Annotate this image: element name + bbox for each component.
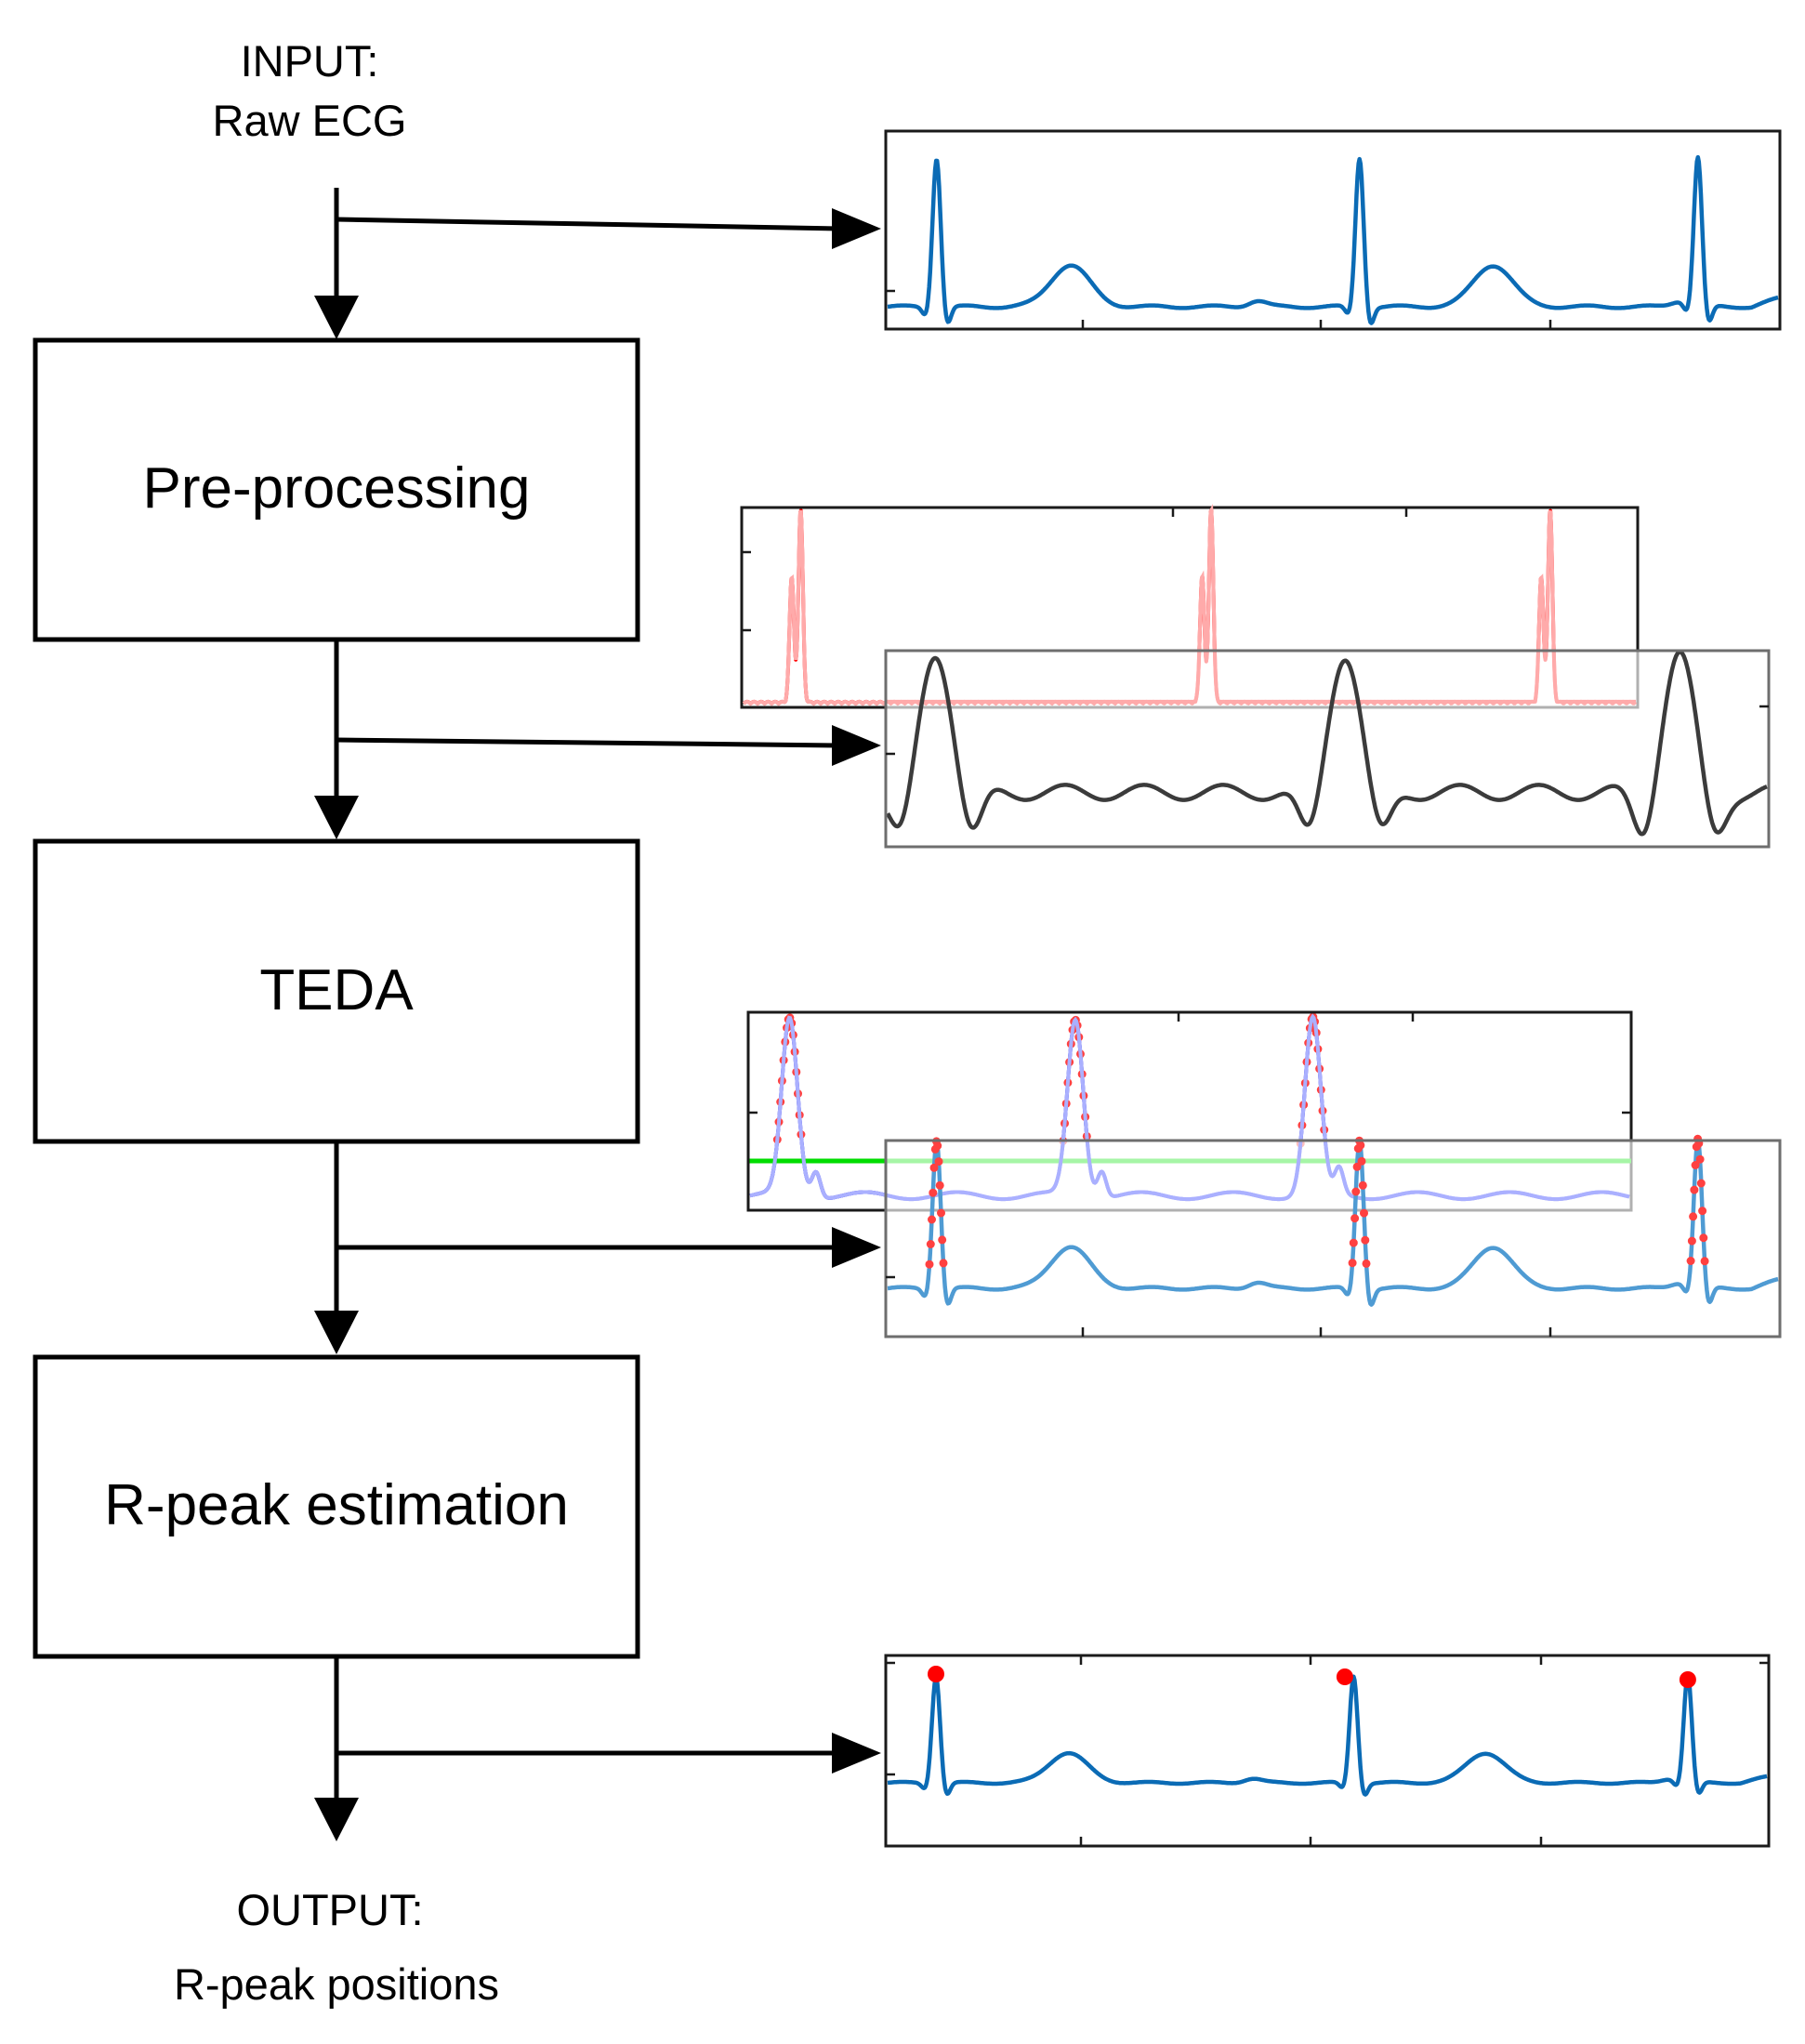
plot-ecg-samples — [749, 1013, 1782, 1338]
r-peak-marker — [1679, 1671, 1696, 1688]
block-r-peak-estimation-label: R-peak estimation — [104, 1473, 569, 1537]
sample-point — [938, 1235, 947, 1245]
sample-point — [1696, 1179, 1706, 1188]
ecg-trace-with-samples — [886, 1136, 1780, 1307]
block-teda-label: TEDA — [259, 958, 414, 1022]
block-teda: TEDA — [33, 838, 640, 1144]
sample-point — [1357, 1156, 1366, 1166]
sample-point — [933, 1141, 942, 1151]
sample-point — [1348, 1259, 1357, 1268]
sample-point — [1349, 1238, 1358, 1247]
filtered-trace — [886, 649, 1769, 837]
raw-ecg-trace — [886, 154, 1780, 325]
sample-point — [1351, 1187, 1361, 1196]
sample-point — [929, 1188, 938, 1197]
sample-point — [934, 1157, 943, 1167]
sample-point — [1686, 1257, 1695, 1265]
plot-filtered — [742, 504, 1771, 849]
block-preprocessing-label: Pre-processing — [143, 456, 531, 521]
sample-point — [928, 1215, 936, 1224]
sample-point — [1350, 1214, 1360, 1223]
sample-point — [926, 1240, 935, 1248]
sample-point — [1362, 1259, 1371, 1268]
sample-point — [1695, 1154, 1705, 1164]
sample-point — [1352, 1162, 1362, 1171]
input-text: Raw ECG — [213, 96, 407, 145]
sample-point — [1700, 1257, 1709, 1266]
sample-point — [1691, 1161, 1700, 1169]
teda-trace-faded — [749, 1013, 1630, 1202]
r-peak-ecg-trace — [886, 1673, 1769, 1797]
teda-samples — [772, 1012, 1329, 1148]
preprocessed-trace-faded — [742, 504, 1637, 706]
sample-point — [1361, 1235, 1370, 1245]
plot-r-peaks — [884, 1654, 1771, 1848]
sample-point — [929, 1163, 939, 1172]
sample-point — [939, 1259, 948, 1268]
input-heading: INPUT: — [241, 36, 379, 86]
output-heading: OUTPUT: — [236, 1885, 423, 1934]
r-peak-markers — [928, 1666, 1696, 1688]
flow-arrows — [314, 188, 881, 1841]
sample-point — [1360, 1208, 1368, 1218]
r-peak-marker — [1336, 1668, 1353, 1685]
plot-raw-ecg — [884, 129, 1782, 331]
output-text: R-peak positions — [174, 1959, 499, 2009]
sample-point — [1687, 1236, 1696, 1246]
ecg-samples — [925, 1134, 1709, 1269]
sample-point — [1358, 1180, 1367, 1190]
sample-point — [937, 1208, 945, 1218]
sample-point — [925, 1259, 934, 1269]
sample-point — [1699, 1233, 1708, 1243]
sample-point — [1690, 1185, 1699, 1194]
sample-point — [1698, 1207, 1707, 1216]
block-preprocessing: Pre-processing — [33, 337, 640, 642]
sample-point — [1356, 1141, 1365, 1150]
sample-point — [935, 1180, 944, 1190]
block-r-peak-estimation: R-peak estimation — [33, 1354, 640, 1659]
sample-point — [1689, 1212, 1698, 1221]
r-peak-marker — [928, 1666, 944, 1682]
